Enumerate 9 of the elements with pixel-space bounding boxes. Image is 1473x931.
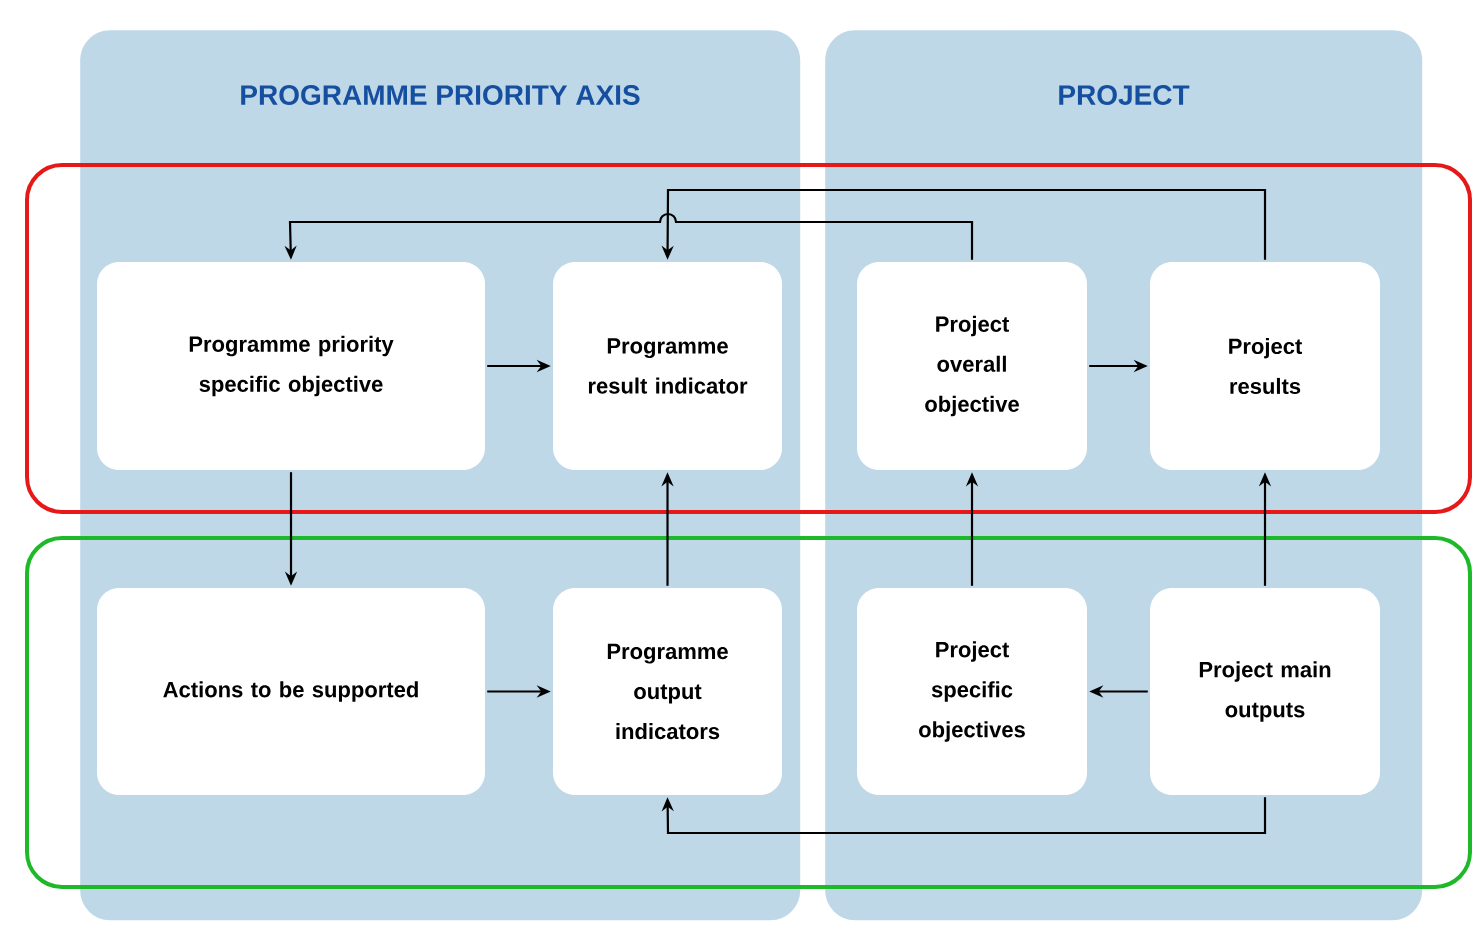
text-box: Project main outputs — [1150, 588, 1380, 795]
text-box: Actions to be supported — [97, 588, 485, 795]
arrow — [661, 797, 1267, 835]
text-box: Project overall objective — [857, 262, 1087, 470]
text-box: Project results — [1150, 262, 1380, 470]
text-box: Programme priority specific objective — [97, 262, 485, 470]
text-box: Programme result indicator — [553, 262, 782, 470]
text-box: Project specific objectives — [857, 588, 1087, 795]
text-box: Programme output indicators — [553, 588, 782, 795]
